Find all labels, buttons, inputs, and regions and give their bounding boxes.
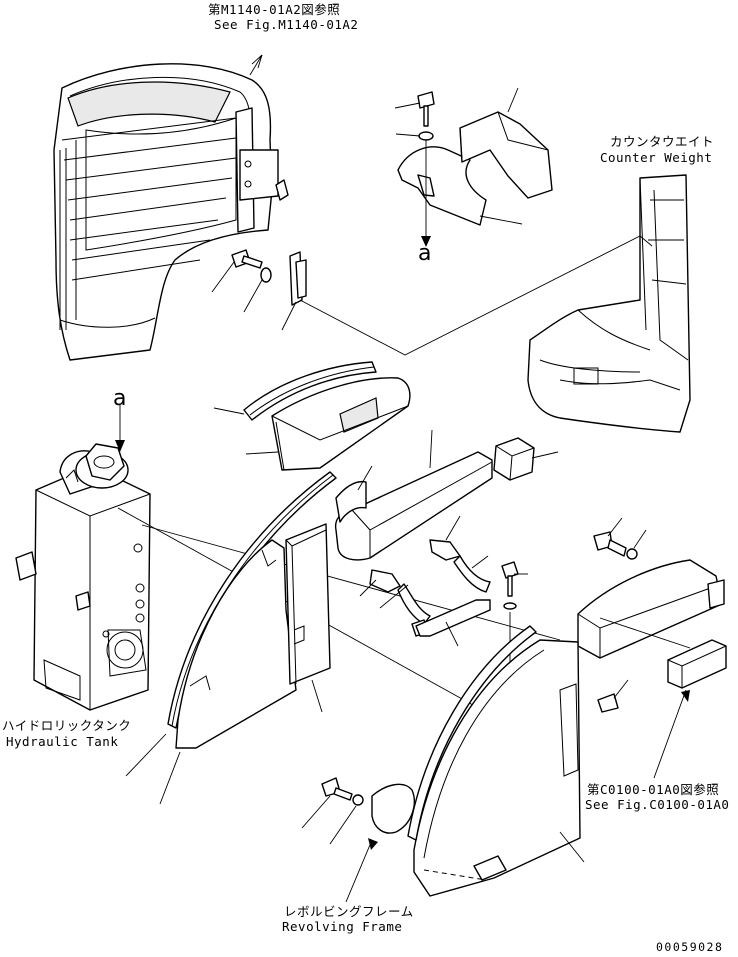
small-cube-pad[interactable] bbox=[493, 437, 535, 481]
mid-bolt[interactable] bbox=[501, 561, 519, 597]
marker-a-tank: a bbox=[113, 386, 127, 411]
ref-top-en: See Fig.M1140-01A2 bbox=[214, 17, 359, 32]
top-washer[interactable] bbox=[418, 131, 434, 141]
counterweight-jp: カウンタウエイト bbox=[610, 134, 715, 149]
ref-right-en: See Fig.C0100-01A0 bbox=[585, 797, 730, 812]
hood-bolt[interactable] bbox=[231, 249, 272, 283]
ref-top-jp: 第M1140-01A2図参照 bbox=[208, 2, 341, 17]
right-top-bolt[interactable] bbox=[593, 531, 627, 557]
hydraulic-tank[interactable] bbox=[33, 443, 151, 711]
center-foam-panel[interactable] bbox=[285, 523, 331, 685]
right-side-panel[interactable] bbox=[413, 639, 581, 897]
drawing-number: 00059028 bbox=[656, 940, 724, 954]
hood-side-bracket[interactable] bbox=[289, 251, 307, 306]
ref-right-jp: 第C0100-01A0図参照 bbox=[587, 782, 720, 797]
curved-pad[interactable] bbox=[335, 480, 367, 523]
top-seal-strip[interactable] bbox=[243, 361, 377, 421]
hydraulic-tank-en: Hydraulic Tank bbox=[6, 734, 119, 749]
right-upper-cover[interactable] bbox=[577, 559, 725, 659]
weight-clamp[interactable] bbox=[397, 146, 487, 226]
top-cover-pad[interactable] bbox=[271, 377, 411, 471]
tank-clip[interactable] bbox=[75, 591, 91, 611]
tank-side-plate[interactable] bbox=[15, 551, 37, 581]
frame-washer[interactable] bbox=[352, 794, 364, 806]
hose-bracket[interactable] bbox=[415, 599, 491, 637]
frame-bolt[interactable] bbox=[321, 777, 353, 801]
right-top-washer[interactable] bbox=[626, 548, 638, 560]
frame-cover-plate[interactable] bbox=[371, 783, 415, 834]
engine-hood-grille[interactable] bbox=[53, 63, 289, 361]
marker-a-top: a bbox=[418, 241, 432, 266]
revolving-frame-en: Revolving Frame bbox=[282, 919, 403, 934]
mid-washer[interactable] bbox=[503, 602, 517, 610]
weight-spacer-block[interactable] bbox=[459, 111, 553, 199]
right-edge-seal[interactable] bbox=[407, 625, 537, 841]
revolving-frame-jp: レボルビングフレーム bbox=[284, 904, 414, 919]
hose-fitting-right[interactable] bbox=[429, 539, 491, 593]
right-small-cover[interactable] bbox=[667, 639, 727, 689]
hydraulic-tank-jp: ハイドロリックタンク bbox=[2, 718, 132, 733]
long-foam-block[interactable] bbox=[334, 451, 493, 561]
counterweight-en: Counter Weight bbox=[600, 150, 713, 165]
right-lower-bolt[interactable] bbox=[597, 693, 619, 713]
counter-weight[interactable] bbox=[527, 174, 691, 433]
top-bolt[interactable] bbox=[417, 91, 435, 127]
